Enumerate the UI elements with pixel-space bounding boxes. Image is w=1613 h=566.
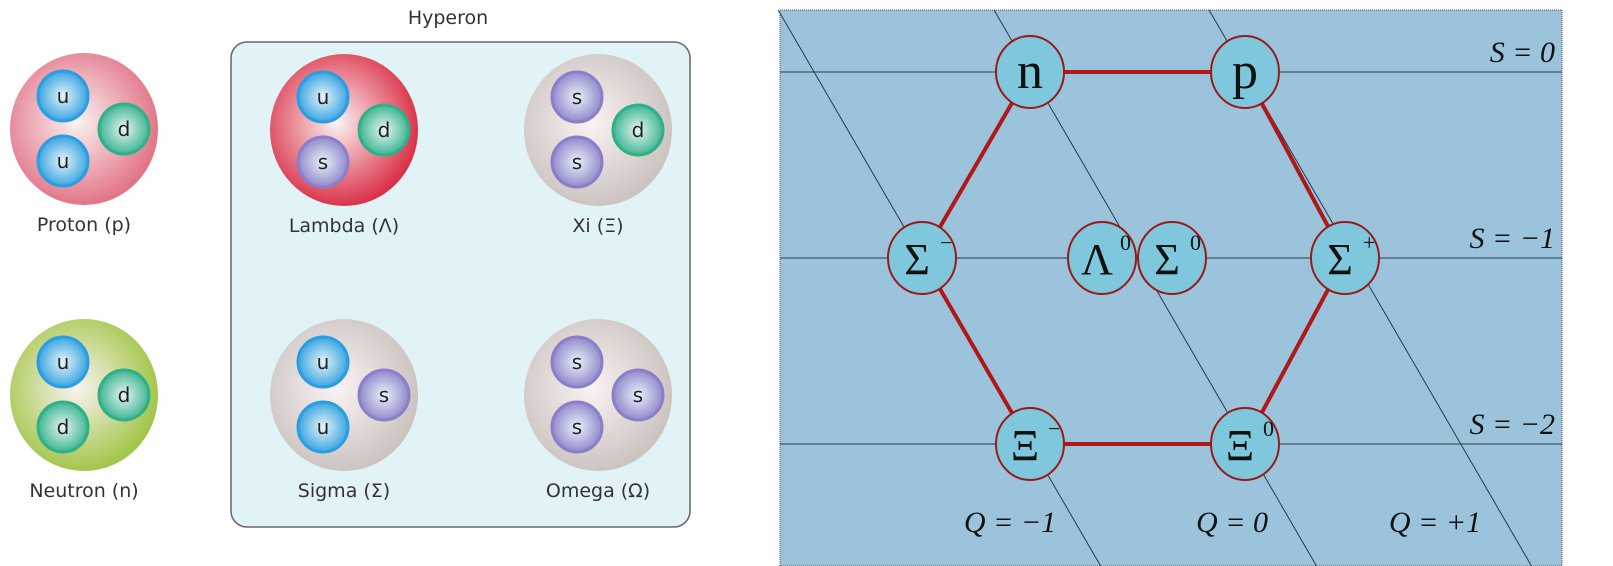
particle-symbol: Λ (1081, 235, 1113, 284)
octet-edge (920, 70, 1032, 260)
strangeness-label: S = 0 (1490, 36, 1555, 69)
quark-u (296, 335, 350, 389)
octet-background (779, 9, 1563, 566)
quark-label: s (572, 415, 582, 439)
quark-label: s (379, 383, 389, 407)
baryon-label: Omega (Ω) (546, 480, 650, 502)
quark-u (36, 335, 90, 389)
quark-d (97, 102, 151, 156)
quark-d (611, 103, 665, 157)
particle-xi-minus: Ξ− (995, 407, 1065, 481)
particle-charge: 0 (1263, 416, 1274, 441)
particle-symbol: p (1232, 43, 1258, 100)
particle-charge: − (940, 230, 952, 255)
charge-line (1208, 9, 1532, 566)
baryon-label: Xi (Ξ) (572, 215, 623, 237)
quark-label: u (317, 85, 330, 109)
quark-s (550, 70, 604, 124)
quark-label: s (633, 383, 643, 407)
quark-label: u (317, 415, 330, 439)
quark-d (36, 400, 90, 454)
baryon-label: Neutron (n) (29, 480, 138, 502)
charge-line (993, 9, 1317, 566)
particle-charge: 0 (1190, 230, 1201, 255)
baryon-label: Sigma (Σ) (298, 480, 390, 502)
quark-u (296, 70, 350, 124)
quark-s (550, 335, 604, 389)
charge-label: Q = −1 (964, 506, 1056, 539)
charge-line (777, 9, 1102, 566)
quark-s (550, 135, 604, 189)
quark-label: d (57, 415, 70, 439)
strangeness-label: S = −2 (1470, 408, 1556, 441)
quark-u (36, 69, 90, 123)
quark-s (550, 400, 604, 454)
particle-charge: 0 (1120, 230, 1131, 255)
quark-u (36, 134, 90, 188)
particle-p: p (1210, 35, 1280, 109)
quark-label: u (57, 84, 70, 108)
quark-s (296, 135, 350, 189)
quark-label: d (378, 118, 391, 142)
particle-symbol: Σ (1154, 235, 1180, 284)
quark-label: s (572, 150, 582, 174)
particle-symbol: Ξ (1011, 421, 1039, 470)
particle-symbol: Ξ (1226, 421, 1254, 470)
quark-label: s (572, 85, 582, 109)
hyperon-title: Hyperon (408, 7, 488, 29)
particle-n: n (995, 35, 1065, 109)
quark-d (97, 368, 151, 422)
quark-s (357, 368, 411, 422)
baryon-xi: s d s Xi (Ξ) (524, 54, 672, 237)
baryon-label: Lambda (Λ) (289, 215, 399, 237)
particle-symbol: n (1017, 43, 1043, 100)
quark-label: d (118, 117, 131, 141)
particle-sigma-plus: Σ+ (1310, 221, 1380, 295)
quark-d (357, 103, 411, 157)
strangeness-label: S = −1 (1470, 222, 1556, 255)
particle-sigma-minus: Σ− (887, 221, 957, 295)
quark-label: u (57, 350, 70, 374)
charge-label: Q = 0 (1196, 506, 1268, 539)
quark-label: s (572, 350, 582, 374)
charge-label: Q = +1 (1389, 506, 1481, 539)
particle-charge: + (1363, 230, 1375, 255)
octet-edge (920, 256, 1032, 446)
octet-edge (1243, 71, 1347, 259)
quark-label: d (632, 118, 645, 142)
quark-u (296, 400, 350, 454)
octet-edge (1243, 257, 1347, 445)
quark-label: s (318, 150, 328, 174)
quark-label: d (118, 383, 131, 407)
particle-charge: − (1048, 416, 1060, 441)
particle-symbol: Σ (904, 235, 930, 284)
baryon-label: Proton (p) (37, 214, 131, 236)
quark-s (611, 368, 665, 422)
quark-label: u (57, 149, 70, 173)
quark-label: u (317, 350, 330, 374)
particle-symbol: Σ (1327, 235, 1353, 284)
